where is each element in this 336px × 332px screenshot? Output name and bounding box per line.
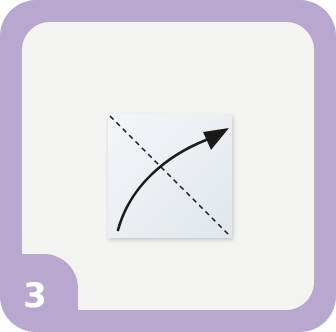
origami-paper-square bbox=[108, 114, 232, 238]
fold-diagram bbox=[108, 114, 232, 238]
fold-arrow-curve bbox=[118, 140, 206, 230]
step-badge: 3 bbox=[0, 254, 78, 332]
step-number: 3 bbox=[23, 276, 47, 316]
fold-arrow-head-icon bbox=[203, 128, 229, 150]
